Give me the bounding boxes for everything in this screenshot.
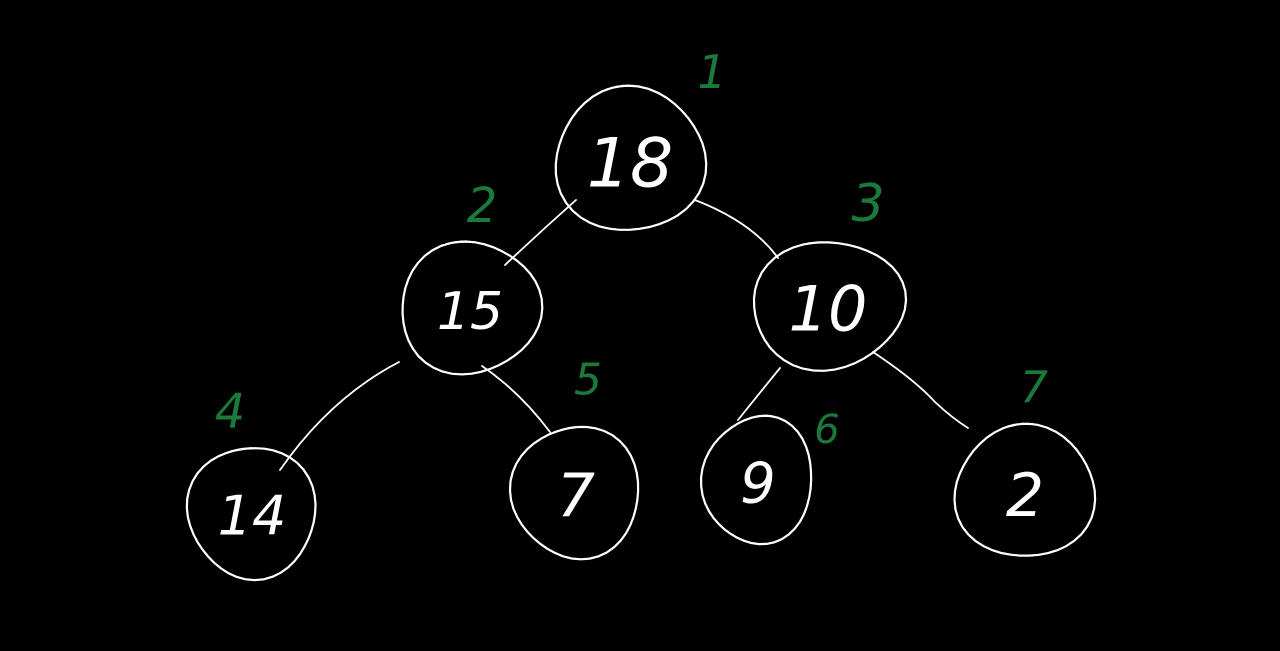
node-index-label: 7 — [1020, 363, 1048, 414]
node-value: 15 — [437, 282, 503, 342]
node-index-label: 3 — [851, 174, 884, 234]
edge-n3-n7 — [872, 351, 969, 429]
node-index-label: 1 — [697, 45, 726, 99]
node-value: 2 — [1006, 461, 1044, 531]
node-value: 7 — [557, 461, 595, 531]
node-value: 18 — [587, 125, 674, 204]
node-value: 10 — [789, 273, 868, 346]
tree-node-n4: 14 4 — [185, 384, 317, 582]
tree-node-n5: 75 — [508, 355, 640, 561]
node-circle — [554, 84, 708, 231]
node-value: 14 — [218, 485, 287, 548]
node-circle — [401, 240, 544, 376]
tree-node-n7: 27 — [953, 363, 1097, 557]
edge-n3-n6 — [737, 367, 781, 421]
tree-node-n3: 10 3 — [752, 174, 908, 372]
edge-n2-n5 — [481, 365, 551, 433]
edge-n1-n2 — [504, 199, 577, 266]
node-value: 9 — [740, 452, 776, 517]
node-circle — [508, 425, 640, 561]
tree-node-n6: 96 — [699, 407, 840, 546]
edge-n2-n4 — [279, 361, 400, 471]
node-index-label: 5 — [574, 355, 602, 406]
node-index-label: 2 — [467, 178, 498, 234]
node-circle — [953, 422, 1097, 557]
node-circle — [699, 414, 813, 546]
node-circle — [752, 241, 908, 372]
tree-node-n1: 18 1 — [554, 45, 727, 231]
edge-n1-n3 — [694, 199, 779, 259]
tree-node-n2: 15 2 — [401, 178, 544, 376]
node-circle — [185, 447, 317, 582]
node-index-label: 6 — [814, 407, 839, 453]
node-index-label: 4 — [215, 384, 246, 440]
